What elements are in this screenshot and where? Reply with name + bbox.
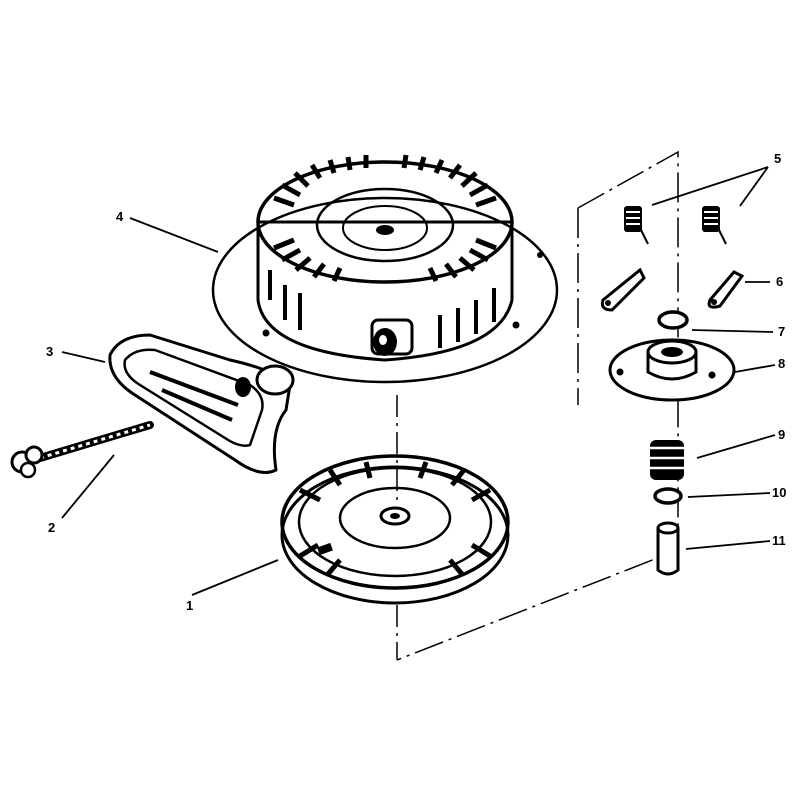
leader-lines xyxy=(61,166,776,596)
callout-3: 3 xyxy=(46,344,53,359)
callout-7: 7 xyxy=(778,324,785,339)
part-2-starter-rope xyxy=(10,421,154,479)
callout-4: 4 xyxy=(116,209,124,224)
callout-9: 9 xyxy=(778,427,785,442)
callout-5: 5 xyxy=(774,151,781,166)
part-6-pawls xyxy=(600,267,745,312)
part-10-washer xyxy=(653,487,683,505)
part-3-starter-handle xyxy=(108,333,295,474)
callout-8: 8 xyxy=(778,356,785,371)
callout-2: 2 xyxy=(48,520,55,535)
part-9-compression-spring xyxy=(650,440,684,480)
callout-1: 1 xyxy=(186,598,193,613)
part-4-starter-housing xyxy=(211,154,559,384)
callout-labels: 1 2 3 4 5 6 7 8 9 10 11 xyxy=(46,151,786,613)
part-7-washer xyxy=(657,310,689,330)
callout-11: 11 xyxy=(772,533,786,548)
callout-6: 6 xyxy=(776,274,783,289)
part-5-pawl-springs xyxy=(624,206,727,245)
housing-vent-slots xyxy=(273,154,497,283)
callout-10: 10 xyxy=(772,485,786,500)
part-1-rope-pulley xyxy=(280,454,510,605)
exploded-view-outline xyxy=(396,150,679,661)
part-11-center-pin xyxy=(656,521,680,576)
part-8-pawl-plate xyxy=(608,338,736,402)
